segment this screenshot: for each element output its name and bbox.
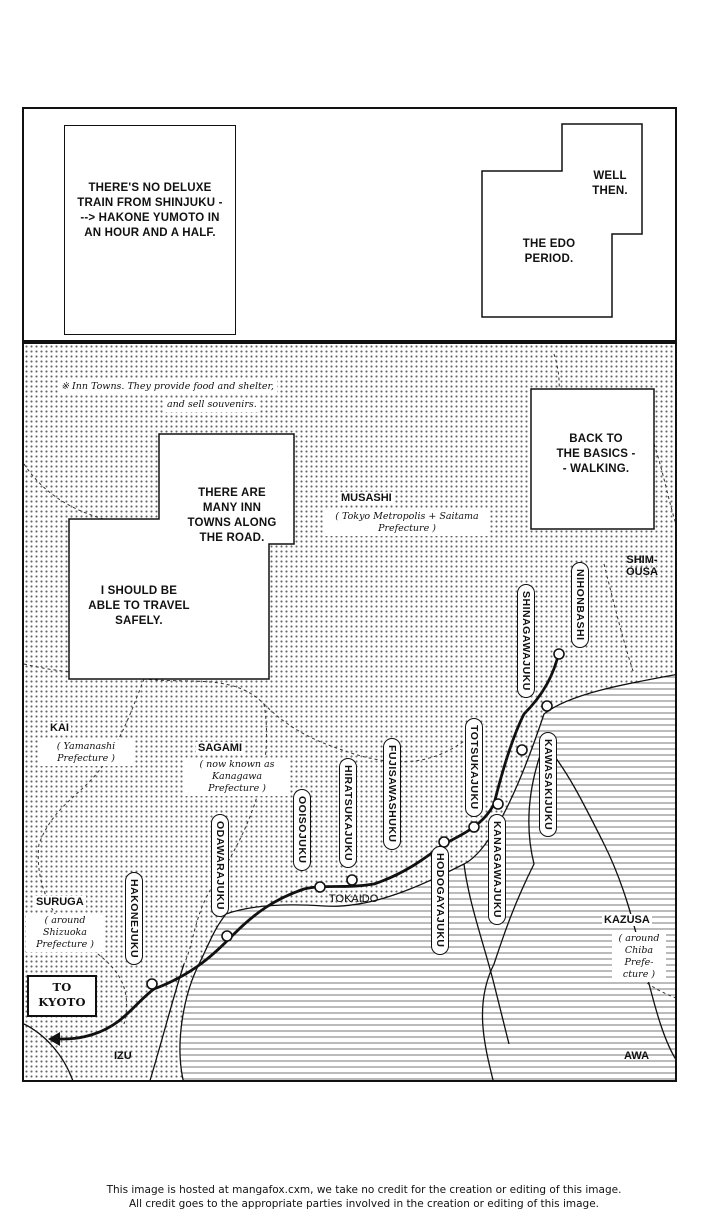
map-panel: ※ Inn Towns. They provide food and shelt… bbox=[22, 342, 677, 1082]
region-suruga-note: ( around Shizuoka Prefecture ) bbox=[26, 914, 104, 952]
caption-well-then: WELL THEN. bbox=[592, 170, 628, 197]
caption-box-left bbox=[64, 125, 236, 335]
region-kai: KAI bbox=[48, 722, 71, 734]
station-hakonejuku: HAKONEJUKU bbox=[125, 872, 143, 966]
caption-box-walking bbox=[530, 388, 655, 530]
inn-towns-note-line-1: ※ Inn Towns. They provide food and shelt… bbox=[58, 380, 277, 394]
top-panel: THERE'S NO DELUXE TRAIN FROM SHINJUKU --… bbox=[22, 107, 677, 342]
station-hodogayajuku: HODOGAYAJUKU bbox=[431, 846, 449, 955]
station-fujisawashuku: FUJISAWASHUKU bbox=[383, 738, 401, 850]
station-nihonbashi: NIHONBASHI bbox=[571, 562, 589, 648]
caption-back-to-basics: BACK TO THE BASICS -- WALKING. bbox=[556, 433, 636, 475]
caption-many-inn-towns: THERE ARE MANY INN TOWNS ALONG THE ROAD. bbox=[187, 487, 277, 544]
to-kyoto-label: TO KYOTO bbox=[38, 980, 86, 1009]
region-suruga: SURUGA bbox=[34, 896, 86, 908]
region-sagami-note: ( now known as Kanagawa Prefecture ) bbox=[184, 758, 290, 796]
region-kazusa: KAZUSA bbox=[602, 914, 652, 926]
station-ooisojuku: OOISOJUKU bbox=[293, 789, 311, 871]
station-kawasakijuku: KAWASAKIJUKU bbox=[539, 732, 557, 838]
caption-box-right-outline bbox=[481, 123, 643, 318]
station-shinagawajuku: SHINAGAWAJUKU bbox=[517, 584, 535, 698]
inn-towns-note-line-2: and sell souvenirs. bbox=[164, 398, 260, 412]
tokaido-road bbox=[58, 651, 561, 1041]
to-kyoto-sign bbox=[27, 975, 97, 1017]
footer-credit-line-2: All credit goes to the appropriate parti… bbox=[128, 1198, 600, 1210]
region-kai-note: ( Yamanashi Prefecture ) bbox=[38, 740, 134, 766]
region-musashi-note: ( Tokyo Metropolis + Saitama Prefecture … bbox=[324, 510, 490, 536]
caption-box-inn-towns bbox=[68, 433, 295, 680]
footer-credit-line-1: This image is hosted at mangafox.cxm, we… bbox=[106, 1184, 622, 1196]
region-musashi: MUSASHI bbox=[339, 492, 394, 504]
station-kanagawajuku: KANAGAWAJUKU bbox=[488, 814, 506, 926]
station-odawarajuku: ODAWARAJUKU bbox=[211, 814, 229, 917]
region-izu: IZU bbox=[114, 1050, 132, 1062]
region-awa: AWA bbox=[624, 1050, 650, 1062]
region-sagami: SAGAMI bbox=[196, 742, 244, 754]
region-shimousa: SHIM- OUSA bbox=[626, 554, 658, 578]
region-kazusa-note: ( around Chiba Prefe- cture ) bbox=[612, 932, 666, 982]
caption-edo-period: THE EDO PERIOD. bbox=[522, 238, 576, 265]
caption-no-deluxe-train: THERE'S NO DELUXE TRAIN FROM SHINJUKU --… bbox=[77, 182, 223, 239]
station-hiratsukajuku: HIRATSUKAJUKU bbox=[339, 758, 357, 869]
station-totsukajuku: TOTSUKAJUKU bbox=[465, 718, 483, 817]
tokaido-label: TOKAIDO bbox=[329, 893, 379, 905]
caption-travel-safely: I SHOULD BE ABLE TO TRAVEL SAFELY. bbox=[88, 585, 190, 627]
